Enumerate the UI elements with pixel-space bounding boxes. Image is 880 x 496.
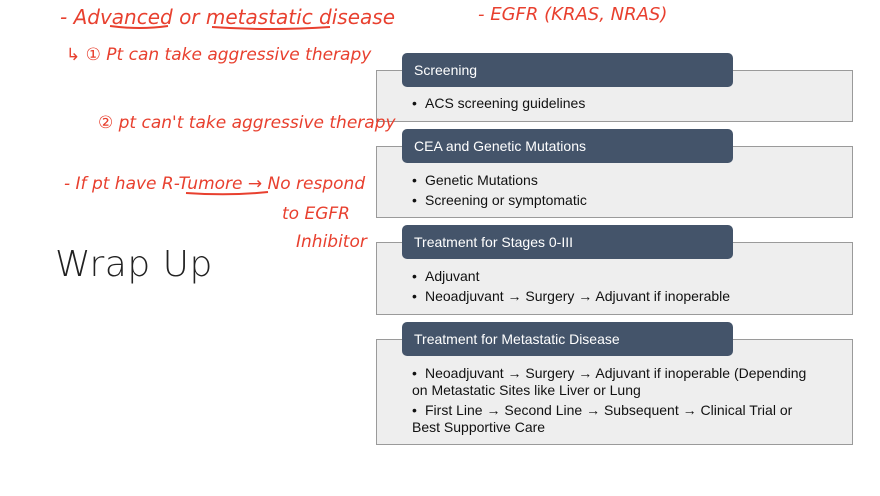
section-metastatic-bullet-2-cont: Best Supportive Care [412,419,546,435]
section-metastatic-bullet-1: •Neoadjuvant → Surgery → Adjuvant if ino… [412,365,807,381]
section-metastatic-header: Treatment for Metastatic Disease [402,322,733,356]
ink-line-egfr2: to EGFR [282,204,350,224]
ink-line-aggressive-yes: ↳ ① Pt can take aggressive therapy [66,45,372,65]
section-cea-header: CEA and Genetic Mutations [402,129,733,163]
ink-underline-1 [109,25,169,29]
ink-line-rtumor: - If pt have R-Tumore → No respond [64,174,365,194]
ink-line-egfr: - EGFR (KRAS, NRAS) [478,4,667,25]
section-stages-header: Treatment for Stages 0-III [402,225,733,259]
section-screening-bullet-1: •ACS screening guidelines [412,95,586,111]
ink-line-aggressive-no: ② pt can't take aggressive therapy [98,113,396,133]
ink-line-advanced: - Advanced or metastatic disease [60,5,395,29]
section-stages-bullet-1: •Adjuvant [412,268,480,284]
slide-title: Wrap Up [55,244,213,285]
section-cea-bullet-2: •Screening or symptomatic [412,192,587,208]
section-cea-bullet-1: •Genetic Mutations [412,172,538,188]
ink-line-inhibitor: Inhibitor [296,232,368,252]
section-metastatic-bullet-1-cont: on Metastatic Sites like Liver or Lung [412,382,641,398]
ink-underline-3 [185,191,269,196]
section-stages-bullet-2: •Neoadjuvant → Surgery → Adjuvant if ino… [412,288,731,304]
section-metastatic-box [376,339,853,445]
ink-underline-2 [211,26,331,30]
section-metastatic-bullet-2: •First Line → Second Line → Subsequent →… [412,402,793,418]
section-screening-header: Screening [402,53,733,87]
